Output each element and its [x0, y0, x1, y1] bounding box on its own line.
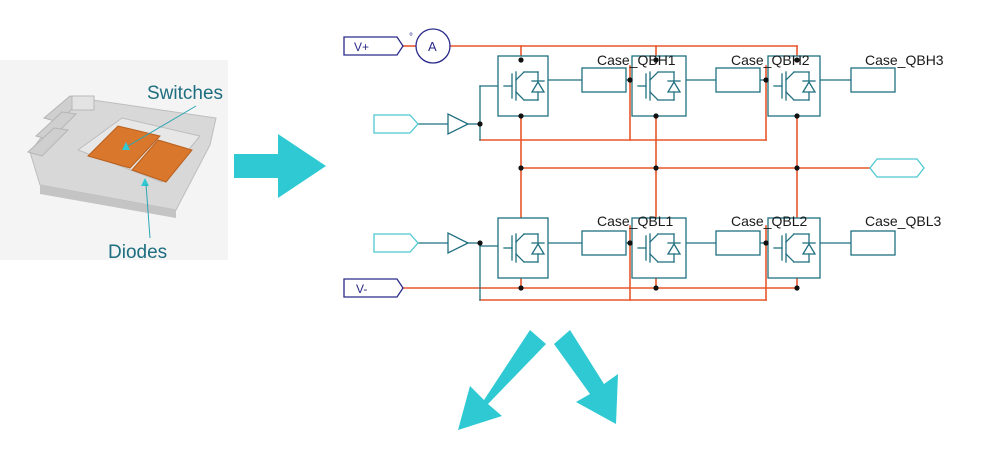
- case-block: [850, 230, 896, 256]
- case-label-qbh1: Case_QBH1: [597, 52, 676, 68]
- igbt-cell-l3: [767, 217, 821, 279]
- igbt-cell-l1: [497, 217, 549, 279]
- case-block: [581, 230, 627, 256]
- ammeter-label: A: [428, 39, 437, 54]
- case-block: [715, 230, 761, 256]
- case-label-qbh3: Case_QBH3: [865, 52, 944, 68]
- case-label-qbl2: Case_QBL2: [731, 213, 807, 229]
- ammeter-polarity-dot: °: [409, 32, 413, 43]
- gate-driver-low-icon: [447, 231, 470, 255]
- gate-input-low-port: [373, 233, 419, 253]
- down-right-arrow-icon: [554, 330, 618, 424]
- case-blocks: [581, 67, 896, 256]
- case-label-qbh2: Case_QBH2: [731, 52, 810, 68]
- igbt-cell-h2: [631, 55, 687, 117]
- vplus-terminal: [343, 36, 404, 56]
- down-left-arrow-icon: [458, 330, 546, 430]
- switch-marker-icon: [122, 142, 130, 150]
- junction-dots: [477, 57, 800, 291]
- vminus-terminal: [343, 278, 404, 298]
- case-block: [715, 67, 761, 93]
- vplus-label: V+: [354, 40, 369, 54]
- diode-marker-icon: [141, 178, 149, 186]
- case-label-qbl3: Case_QBL3: [865, 213, 941, 229]
- case-block: [850, 67, 896, 93]
- igbt-cell-h1: [497, 55, 549, 117]
- igbt-cell-l2: [631, 217, 687, 279]
- right-arrow-icon: [234, 134, 326, 198]
- diode-die: [131, 139, 193, 183]
- ammeter-icon: [415, 28, 451, 64]
- gate-input-high-port: [373, 114, 419, 134]
- power-module-illustration: Switches Diodes: [0, 60, 228, 263]
- vminus-label: V-: [356, 282, 367, 296]
- phase-output-port: [869, 158, 925, 178]
- gate-wiring: [417, 79, 852, 301]
- case-label-qbl1: Case_QBL1: [597, 213, 673, 229]
- diodes-label: Diodes: [108, 242, 167, 263]
- inverter-schematic: °: [343, 28, 925, 301]
- case-block: [581, 67, 627, 93]
- igbt-cell-h3: [767, 55, 821, 117]
- switches-label: Switches: [147, 83, 223, 104]
- gate-driver-high-icon: [447, 112, 470, 136]
